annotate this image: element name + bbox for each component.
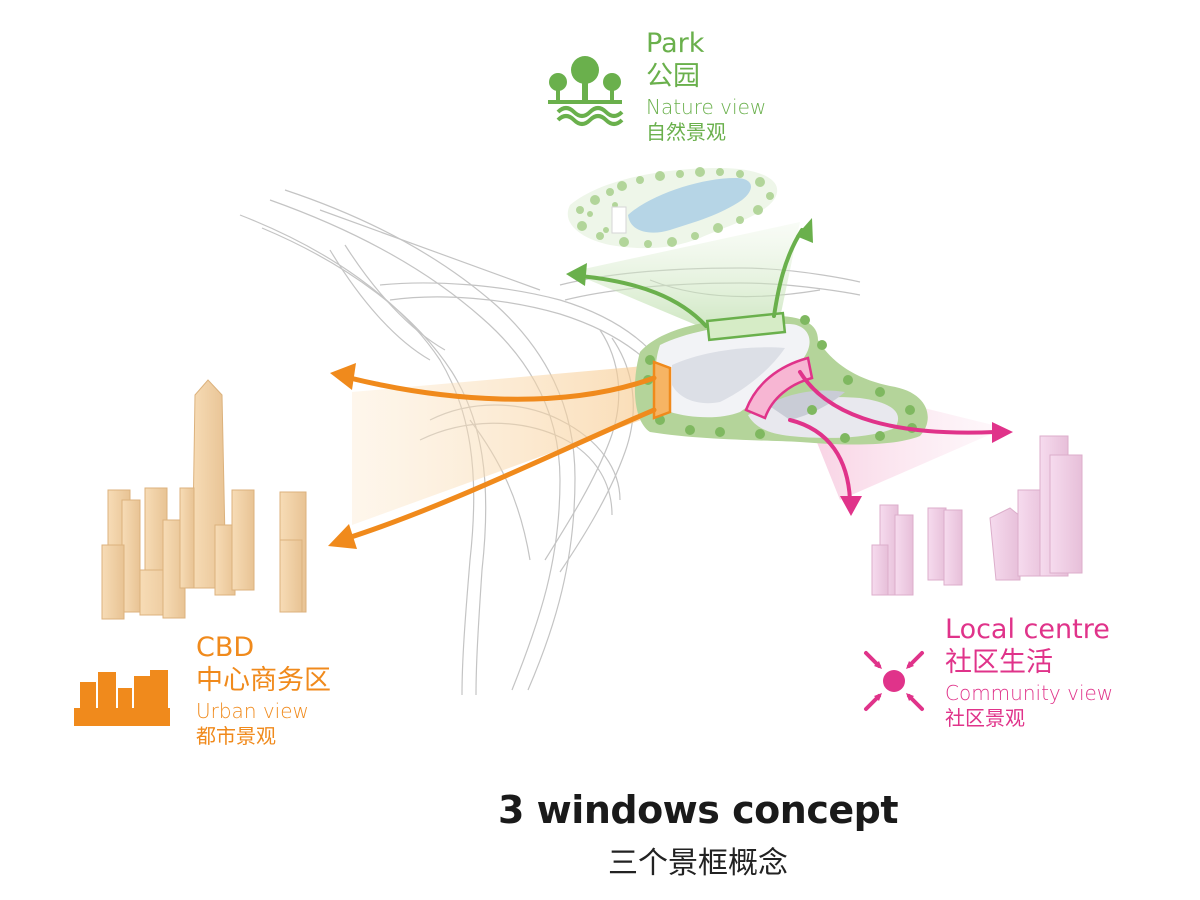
local-arrowhead-right	[992, 422, 1013, 443]
cbd-arrows	[345, 375, 657, 541]
cbd-subtitle-en: Urban view	[196, 699, 309, 724]
park-title-zh: 公园	[646, 61, 700, 93]
local-towers	[871, 435, 1083, 596]
cbd-arrowhead-top	[330, 363, 356, 390]
local-arrows	[788, 370, 997, 502]
park-window-frame	[705, 311, 787, 342]
local-subtitle-en: Community view	[945, 681, 1114, 706]
park-subtitle-en: Nature view	[646, 95, 767, 120]
converging-arrows-icon	[864, 651, 924, 711]
park-arrows	[578, 228, 804, 328]
park-title-en: Park	[646, 28, 705, 59]
cbd-arrowhead-bottom	[328, 524, 357, 549]
local-arrowhead-down	[840, 496, 862, 516]
park-subtitle-zh: 自然景观	[646, 120, 726, 145]
local-subtitle-zh: 社区景观	[945, 706, 1025, 731]
cbd-subtitle-zh: 都市景观	[196, 724, 276, 749]
park-arrowhead-left	[566, 263, 587, 286]
park-arrowhead-right	[796, 218, 813, 243]
diagram-title: 3 windows concept	[498, 788, 898, 832]
diagram-subtitle: 三个景框概念	[608, 846, 788, 881]
park-view-cone	[570, 222, 800, 330]
park-trees-icon	[548, 56, 624, 126]
cbd-title-en: CBD	[196, 632, 255, 663]
local-title-zh: 社区生活	[945, 647, 1053, 679]
cbd-view-cone	[352, 365, 655, 525]
cbd-label: CBD 中心商务区 Urban view 都市景观	[196, 632, 331, 748]
park-label: Park 公园 Nature view 自然景观	[646, 28, 766, 144]
cbd-towers	[101, 379, 307, 620]
local-title-en: Local centre	[945, 614, 1110, 645]
city-buildings-icon	[74, 670, 170, 726]
local-centre-label: Local centre 社区生活 Community view 社区景观	[945, 614, 1113, 730]
cbd-window-frame	[652, 360, 672, 420]
cbd-title-zh: 中心商务区	[196, 665, 331, 697]
local-window-frame	[744, 356, 814, 420]
park-illustration	[567, 167, 778, 249]
